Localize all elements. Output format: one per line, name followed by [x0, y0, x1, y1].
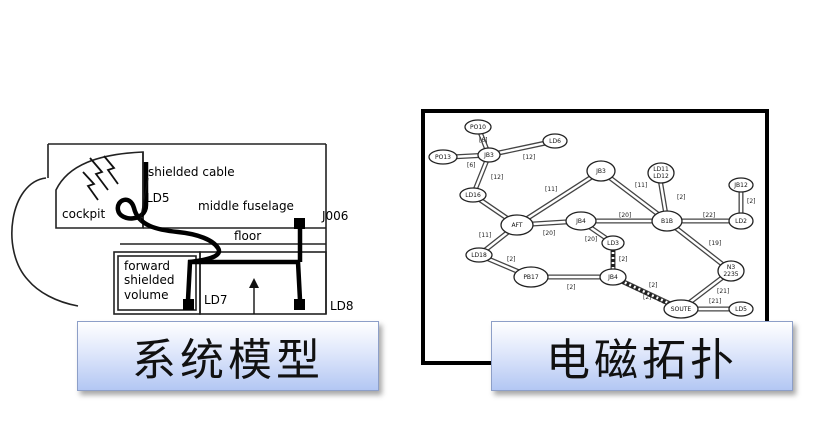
node-jb3a	[477, 147, 501, 163]
nose-outline	[11, 177, 79, 307]
label-shielded-cable: shielded cable	[148, 165, 235, 179]
label-middle-fuselage: middle fuselage	[198, 199, 294, 213]
ld7-connector-right	[294, 299, 305, 310]
node-jb4b	[599, 268, 627, 286]
label-cockpit: cockpit	[62, 207, 105, 221]
node-ld6	[542, 133, 568, 149]
edge-label: [2]	[643, 294, 652, 301]
edge-label: [2]	[507, 256, 516, 263]
node-label-jb4b: JB4	[607, 274, 618, 281]
node-ld5	[728, 301, 754, 317]
node-ld16	[459, 187, 487, 203]
node-ld11	[647, 162, 675, 184]
edge-label: [2]	[649, 282, 658, 289]
edge-label: [22]	[703, 212, 715, 219]
node-label-jb3b: JB3	[595, 168, 606, 175]
forward-shielded-volume-inner	[117, 255, 197, 311]
label-ld7: LD7	[204, 293, 228, 307]
node-po13	[428, 149, 458, 165]
edge-label: [11]	[635, 182, 647, 189]
edge-label: [2]	[677, 194, 686, 201]
pointer-line	[139, 177, 149, 223]
edge-label: [6]	[467, 162, 476, 169]
node-ld3	[601, 235, 625, 251]
node-soute	[663, 299, 699, 319]
node-pb17	[513, 266, 549, 288]
node-label-ld5: LD5	[735, 306, 747, 313]
ld7-connector-left	[183, 299, 194, 310]
label-floor: floor	[234, 229, 261, 243]
label-shielded: shielded	[124, 273, 175, 287]
node-label-ld6: LD6	[549, 138, 561, 145]
edge-label: [19]	[709, 240, 721, 247]
label-ld5: LD5	[146, 191, 170, 205]
label-forward: forward	[124, 259, 170, 273]
edge-label: [20]	[543, 230, 555, 237]
node-label-aft: AFT	[511, 222, 522, 229]
shielded-cable-path	[115, 162, 222, 301]
node-ld18	[465, 247, 493, 263]
node-label-pb17: PB17	[523, 274, 539, 281]
edge-label: [20]	[585, 236, 597, 243]
j006-connector	[294, 218, 305, 229]
node-label-n3b: 2235	[723, 271, 738, 278]
node-n3	[717, 260, 745, 282]
edge-label: [6]	[479, 137, 488, 144]
node-label-jb12: JB12	[733, 182, 748, 189]
node-label-ld3: LD3	[607, 240, 619, 247]
node-jb3b	[586, 160, 616, 182]
edge-label: [2]	[619, 256, 628, 263]
node-label-ld18: LD18	[471, 252, 487, 259]
node-aft	[500, 214, 534, 236]
label-ld8: LD8	[330, 299, 354, 313]
node-b1b	[651, 210, 683, 232]
node-label-ld2: LD2	[735, 218, 747, 225]
node-label-ld16: LD16	[465, 192, 481, 199]
edge-label: [21]	[717, 288, 729, 295]
edge-label: [11]	[545, 186, 557, 193]
node-ld2	[728, 212, 754, 230]
lightning-icon	[82, 155, 119, 201]
node-label-n3: N3	[727, 264, 735, 271]
edge-label: [12]	[491, 174, 503, 181]
edge-label: [2]	[747, 198, 756, 205]
node-label-po13: PO13	[435, 154, 451, 161]
node-label-b1b: B1B	[661, 218, 673, 225]
node-label-jb3a: JB3	[483, 152, 494, 159]
fuselage-drawing: shielded cable cockpit LD5 middle fusela…	[11, 143, 354, 315]
node-jb4	[565, 211, 597, 231]
edge-label: [20]	[619, 212, 631, 219]
node-label-jb4: JB4	[575, 218, 586, 225]
label-j006: J006	[321, 209, 348, 223]
node-label-soute: SOUTE	[671, 306, 692, 313]
label-volume: volume	[124, 288, 168, 302]
node-label-ld11: LD11	[653, 166, 669, 173]
edge-label: [11]	[479, 232, 491, 239]
edge-label: [21]	[709, 298, 721, 305]
node-label-po10: PO10	[470, 124, 486, 131]
node-po10	[464, 119, 492, 135]
topology-graph: PO10 PO13 JB3 LD6 LD16 JB3 LD11 LD12 JB1…	[421, 109, 769, 365]
topology-nodes	[428, 119, 754, 319]
node-label-ld12: LD12	[653, 173, 669, 180]
system-model-caption: 系统模型	[77, 321, 379, 391]
edge-label: [12]	[523, 154, 535, 161]
em-topology-caption: 电磁拓扑	[491, 321, 793, 391]
node-jb12	[728, 177, 754, 193]
edge-label: [2]	[567, 284, 576, 291]
arrow-up-icon	[249, 278, 259, 288]
